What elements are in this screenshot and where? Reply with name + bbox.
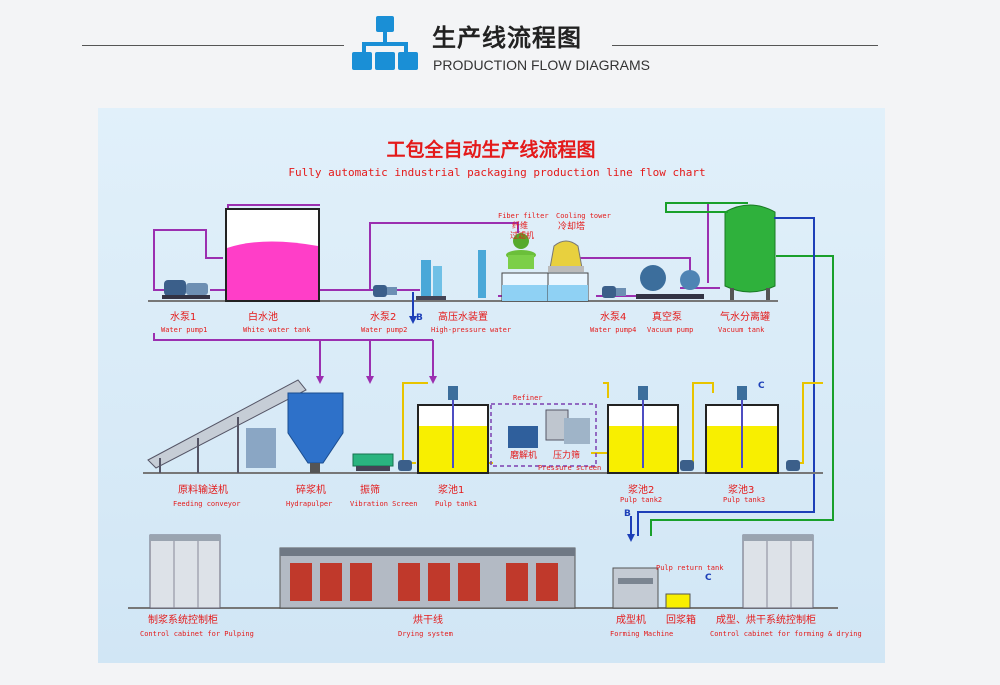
water-pump-2 [373,285,397,297]
pulp-tank-2 [607,386,679,474]
pulp-tank-1 [417,386,489,474]
label-vacuum-tank-en: Vacuum tank [718,326,765,334]
row2-pumps [398,460,800,471]
label-vibration-cn: 振筛 [360,483,380,496]
b-arrow-down [627,534,635,542]
label-forming-cn: 成型机 [616,613,646,626]
label-refiner-en: Refiner [513,394,543,402]
diagram-title: 工包全自动生产线流程图 [386,138,595,161]
label-pump4-en: Water pump4 [590,326,636,334]
page-subtitle: PRODUCTION FLOW DIAGRAMS [433,57,651,73]
label-drying-en: Drying system [398,630,453,638]
label-pulp1-cn: 浆池1 [438,483,464,496]
label-pulp2-en: Pulp tank2 [620,496,662,504]
label-pulp1-en: Pulp tank1 [435,500,477,508]
control-cabinet-pulping [149,534,221,609]
hierarchy-icon [352,16,418,70]
label-forming-en: Forming Machine [610,630,673,638]
header-divider-left [82,45,344,46]
control-cabinet-forming [742,534,814,609]
filter-water-boxes [501,272,589,302]
flow-diagram: 工包全自动生产线流程图 Fully automatic industrial p… [128,138,862,638]
cooling-tower [548,240,584,272]
label-feeding-en: Feeding conveyor [173,500,240,508]
label-fiber-filter-cn-1: 纤维 [512,220,528,230]
pulp-tank-3 [705,386,779,474]
label-vacuum-pump-en: Vacuum pump [647,326,693,334]
label-pump4-cn: 水泵4 [600,311,626,323]
blue-arrow [409,316,417,324]
forming-machine [612,567,659,609]
label-pressure-en: Pressure screen [538,464,601,472]
row1-purple-pipes [153,202,726,378]
label-control-pulp-cn: 制浆系统控制柜 [148,613,218,626]
b-mark-row3: B [624,509,631,519]
diagram-subtitle: Fully automatic industrial packaging pro… [288,166,705,179]
water-pump-1 [162,280,210,299]
feeding-conveyor [147,379,307,473]
vacuum-separator-tank [724,204,776,300]
label-vibration-en: Vibration Screen [350,500,417,508]
label-white-tank-en: White water tank [243,326,311,334]
pulp-return-tank [665,593,691,609]
label-return-en: Pulp return tank [656,564,724,572]
section-header: 生产线流程图 PRODUCTION FLOW DIAGRAMS [0,0,1000,100]
label-refiner-cn: 磨解机 [510,449,537,461]
blue-return-pipe [637,217,815,536]
label-fiber-filter-cn-2: 过滤机 [510,230,534,240]
label-pump2-en: Water pump2 [361,326,407,334]
label-hydrapulper-en: Hydrapulper [286,500,332,508]
vibration-screen [352,453,394,471]
c-mark-row2: C [758,381,765,391]
refiner-pressure-screen [490,403,597,467]
label-control-form-en: Control cabinet for forming & drying [710,630,862,638]
c-mark-row3: C [705,573,712,583]
fiber-filter [506,233,536,269]
high-pressure-water-unit [416,250,486,300]
label-vacuum-pump-cn: 真空泵 [652,310,682,323]
label-control-pulp-en: Control cabinet for Pulping [140,630,254,638]
label-hydrapulper-cn: 碎浆机 [296,483,326,496]
label-feeding-cn: 原料输送机 [178,483,228,496]
drying-system [279,547,576,609]
label-control-form-cn: 成型、烘干系统控制柜 [716,613,816,626]
label-pulp3-en: Pulp tank3 [723,496,765,504]
label-drying-cn: 烘干线 [413,613,443,626]
label-fiber-filter-en: Fiber filter [498,212,549,220]
page-title: 生产线流程图 [432,24,582,52]
header-divider-right [612,45,878,46]
label-pump1-cn: 水泵1 [170,311,196,323]
flow-diagram-panel: 工包全自动生产线流程图 Fully automatic industrial p… [98,108,885,663]
white-water-tank [225,208,320,302]
label-pump1-en: Water pump1 [161,326,207,334]
label-hp-water-en: High-pressure water [431,326,511,334]
vacuum-pump [636,265,704,299]
label-cooling-tower-cn: 冷却塔 [558,220,585,232]
water-pump-4 [602,286,626,298]
label-hp-water-cn: 高压水装置 [438,310,488,323]
row1-arrowheads [316,376,437,384]
label-cooling-tower-en: Cooling tower [556,212,611,220]
label-pressure-cn: 压力筛 [553,449,580,461]
label-vacuum-tank-cn: 气水分离罐 [720,310,770,323]
label-pulp3-cn: 浆池3 [728,483,754,496]
label-return-cn: 回浆箱 [666,613,696,626]
b-mark-row1: B [416,313,423,323]
hydrapulper [287,392,344,473]
label-pump2-cn: 水泵2 [370,311,396,323]
label-white-tank-cn: 白水池 [248,310,278,323]
label-pulp2-cn: 浆池2 [628,483,654,496]
